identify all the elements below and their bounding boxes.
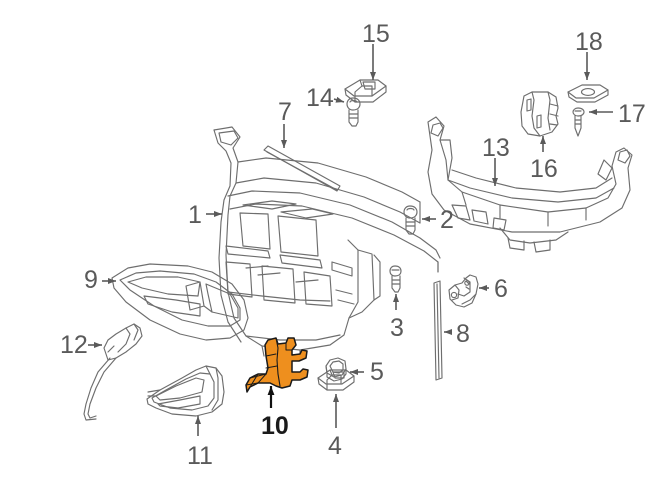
callout-label-12: 12 bbox=[60, 331, 88, 359]
callout-label-14: 14 bbox=[306, 84, 334, 112]
callout-label-18: 18 bbox=[575, 28, 603, 56]
callout-label-9: 9 bbox=[84, 266, 98, 294]
callout-label-16: 16 bbox=[530, 155, 558, 183]
callout-label-17: 17 bbox=[618, 100, 646, 128]
callout-label-15: 15 bbox=[362, 20, 390, 48]
callout-label-13: 13 bbox=[482, 134, 510, 162]
callout-label-10: 10 bbox=[261, 412, 289, 440]
part-air-duct-grille bbox=[111, 263, 249, 341]
callout-label-5: 5 bbox=[370, 358, 384, 386]
callout-label-3: 3 bbox=[390, 314, 404, 342]
part-clip-nut-plate bbox=[317, 369, 355, 391]
callout-label-4: 4 bbox=[328, 432, 342, 460]
part-bolt-2 bbox=[403, 205, 418, 235]
part-upper-tie-bar bbox=[427, 116, 633, 253]
part-bolt-3 bbox=[389, 265, 402, 293]
callout-label-1: 1 bbox=[188, 201, 202, 229]
part-bracket bbox=[448, 274, 479, 308]
part-air-deflector bbox=[146, 365, 225, 417]
part-seal-strip bbox=[263, 145, 341, 192]
part-washer-plate bbox=[567, 84, 609, 103]
part-radiator-support-panel bbox=[213, 126, 441, 359]
callout-label-8: 8 bbox=[456, 320, 470, 348]
callout-label-11: 11 bbox=[187, 442, 213, 470]
part-end-cap-bracket bbox=[520, 91, 559, 137]
part-trim-strip bbox=[433, 280, 443, 381]
part-support-rod bbox=[83, 323, 143, 421]
part-side-air-duct-bracket-highlighted bbox=[245, 337, 309, 393]
callout-label-6: 6 bbox=[494, 275, 508, 303]
part-rivet bbox=[572, 107, 585, 137]
callout-label-2: 2 bbox=[440, 206, 454, 234]
callout-label-7: 7 bbox=[278, 98, 292, 126]
part-cage-nut bbox=[344, 79, 387, 103]
leader-14 bbox=[333, 96, 345, 103]
part-screw bbox=[346, 97, 361, 127]
